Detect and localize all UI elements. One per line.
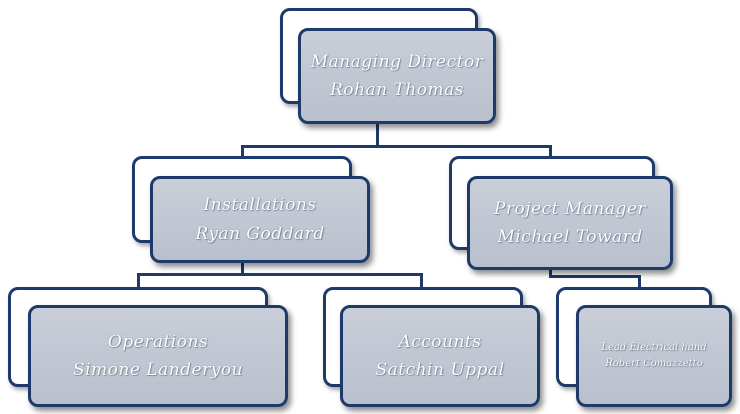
node-front-card: Project Manager Michael Toward [467, 176, 673, 270]
connector-level2-bar [241, 145, 552, 148]
pm-title: Project Manager [493, 198, 647, 219]
installations-name: Ryan Goddard [195, 223, 325, 244]
pm-name: Michael Toward [497, 227, 643, 247]
md-name: Rohan Thomas [330, 80, 464, 100]
connector-to-lead-electrical [638, 275, 641, 289]
connector-to-operations [137, 273, 140, 289]
node-accounts[interactable]: Accounts Satchin Uppal [323, 287, 540, 407]
connector-pm-down [549, 266, 552, 278]
connector-level3-left-bar [137, 273, 423, 276]
connector-to-installations [241, 145, 244, 159]
operations-title: Operations [107, 331, 209, 352]
md-title: Managing Director [310, 51, 484, 72]
lead-electrical-title: Lead Electrical hand [601, 341, 707, 353]
connector-level3-right-bar [549, 275, 641, 278]
lead-electrical-name: Robert Comazzetto [605, 358, 703, 369]
node-front-card: Operations Simone Landeryou [28, 305, 288, 407]
node-front-card: Lead Electrical hand Robert Comazzetto [576, 305, 732, 407]
node-installations[interactable]: Installations Ryan Goddard [132, 156, 370, 263]
node-operations[interactable]: Operations Simone Landeryou [8, 287, 288, 407]
node-lead-electrical[interactable]: Lead Electrical hand Robert Comazzetto [556, 287, 732, 407]
operations-name: Simone Landeryou [72, 360, 244, 380]
connector-installations-down [241, 256, 244, 276]
node-project-manager[interactable]: Project Manager Michael Toward [449, 156, 673, 270]
connector-to-accounts [420, 273, 423, 289]
node-managing-director[interactable]: Managing Director Rohan Thomas [280, 8, 498, 124]
connector-md-down [376, 120, 379, 148]
node-front-card: Managing Director Rohan Thomas [298, 28, 496, 124]
installations-title: Installations [203, 195, 317, 216]
node-front-card: Accounts Satchin Uppal [340, 305, 540, 407]
accounts-name: Satchin Uppal [375, 360, 505, 380]
node-front-card: Installations Ryan Goddard [150, 176, 370, 263]
accounts-title: Accounts [398, 331, 482, 352]
connector-to-project-manager [549, 145, 552, 159]
